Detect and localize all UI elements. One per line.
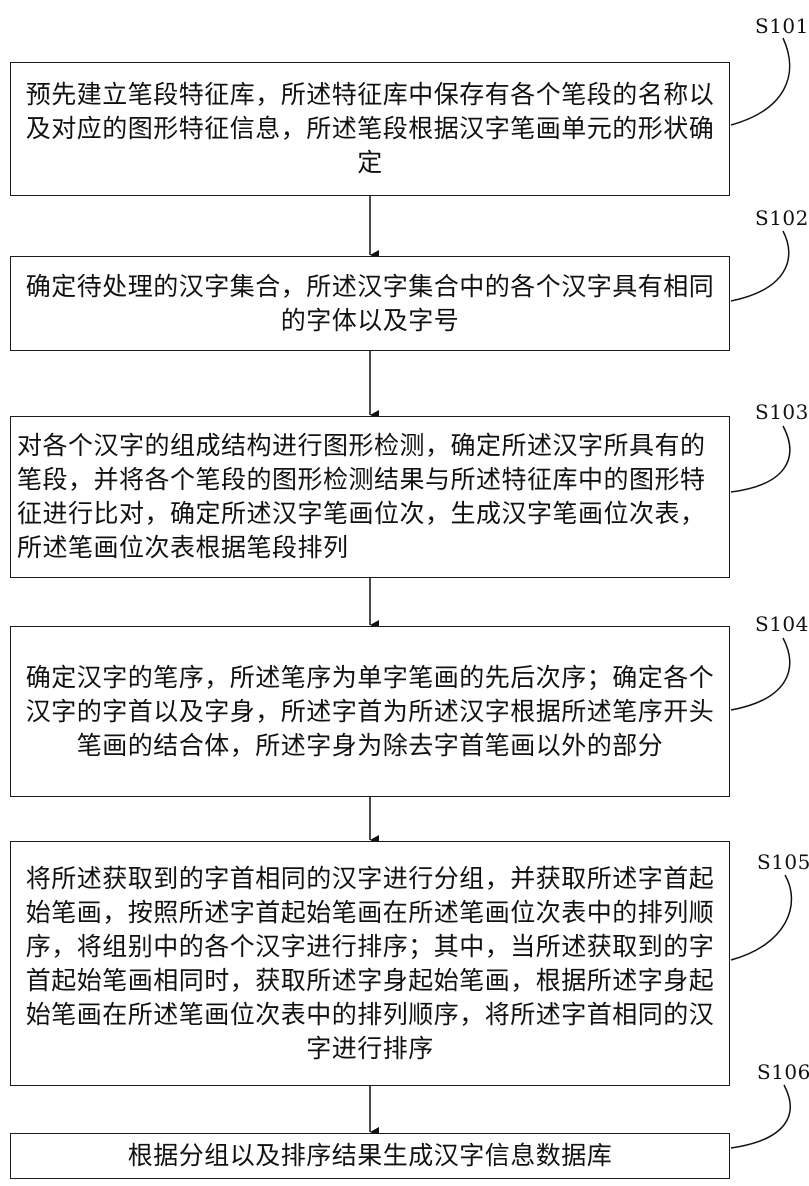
step-box-s103: 对各个汉字的组成结构进行图形检测，确定所述汉字所具有的笔段，并将各个笔段的图形检… bbox=[10, 416, 730, 578]
step-box-s101: 预先建立笔段特征库，所述特征库中保存有各个笔段的名称以及对应的图形特征信息，所述… bbox=[10, 62, 730, 196]
leader-s103 bbox=[731, 426, 790, 492]
step-label-s105: S105 bbox=[757, 850, 809, 874]
step-text-s102: 确定待处理的汉字集合，所述汉字集合中的各个汉字具有相同的字体以及字号 bbox=[17, 270, 723, 338]
step-box-s104: 确定汉字的笔序，所述笔序为单字笔画的先后次序；确定各个汉字的字首以及字身，所述字… bbox=[10, 626, 730, 797]
step-text-s101: 预先建立笔段特征库，所述特征库中保存有各个笔段的名称以及对应的图形特征信息，所述… bbox=[17, 78, 723, 180]
step-label-s103: S103 bbox=[755, 400, 809, 424]
leader-s101 bbox=[731, 38, 790, 125]
leader-s104 bbox=[731, 638, 790, 710]
step-label-s101: S101 bbox=[755, 14, 809, 38]
step-box-s106: 根据分组以及排序结果生成汉字信息数据库 bbox=[10, 1133, 730, 1179]
step-text-s104: 确定汉字的笔序，所述笔序为单字笔画的先后次序；确定各个汉字的字首以及字身，所述字… bbox=[17, 661, 723, 763]
leader-s102 bbox=[731, 231, 789, 301]
step-box-s102: 确定待处理的汉字集合，所述汉字集合中的各个汉字具有相同的字体以及字号 bbox=[10, 256, 730, 351]
step-label-s106: S106 bbox=[757, 1060, 809, 1084]
leader-s105 bbox=[731, 875, 791, 960]
leader-s106 bbox=[731, 1085, 790, 1148]
step-label-s102: S102 bbox=[755, 206, 809, 230]
step-box-s105: 将所述获取到的字首相同的汉字进行分组，并获取所述字首起始笔画，按照所述字首起始笔… bbox=[10, 841, 730, 1086]
step-text-s103: 对各个汉字的组成结构进行图形检测，确定所述汉字所具有的笔段，并将各个笔段的图形检… bbox=[17, 429, 723, 565]
step-label-s104: S104 bbox=[755, 612, 809, 636]
step-text-s105: 将所述获取到的字首相同的汉字进行分组，并获取所述字首起始笔画，按照所述字首起始笔… bbox=[17, 862, 723, 1066]
step-text-s106: 根据分组以及排序结果生成汉字信息数据库 bbox=[17, 1139, 723, 1173]
